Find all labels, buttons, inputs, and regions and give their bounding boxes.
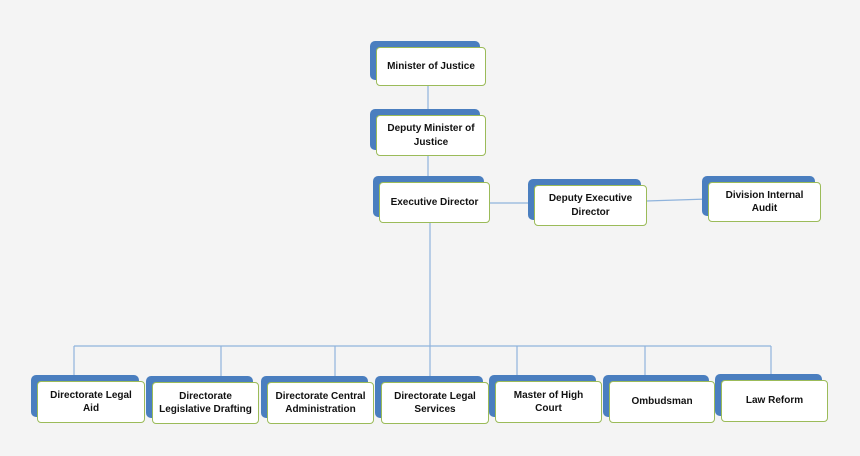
node-law-reform: Law Reform xyxy=(715,374,828,422)
node-central-administration: Directorate Central Administration xyxy=(261,376,374,424)
node-legislative-drafting: Directorate Legislative Drafting xyxy=(146,376,259,424)
node-ombudsman-label: Ombudsman xyxy=(609,381,715,423)
node-minister-label: Minister of Justice xyxy=(376,47,486,86)
node-master-high-court: Master of High Court xyxy=(489,375,602,423)
node-deputy-executive-director-label: Deputy Executive Director xyxy=(534,185,647,226)
node-legal-aid: Directorate Legal Aid xyxy=(31,375,145,423)
node-central-administration-label: Directorate Central Administration xyxy=(267,382,374,424)
node-executive-director: Executive Director xyxy=(373,176,490,223)
node-executive-director-label: Executive Director xyxy=(379,182,490,223)
node-master-high-court-label: Master of High Court xyxy=(495,381,602,423)
node-deputy-minister: Deputy Minister of Justice xyxy=(370,109,486,156)
node-legal-aid-label: Directorate Legal Aid xyxy=(37,381,145,423)
connector-deputy-exec-audit xyxy=(645,198,709,202)
node-internal-audit-label: Division Internal Audit xyxy=(708,182,821,222)
node-deputy-minister-label: Deputy Minister of Justice xyxy=(376,115,486,156)
node-internal-audit: Division Internal Audit xyxy=(702,176,821,222)
node-deputy-executive-director: Deputy Executive Director xyxy=(528,179,647,226)
node-legal-services-label: Directorate Legal Services xyxy=(381,382,489,424)
node-legal-services: Directorate Legal Services xyxy=(375,376,489,424)
node-ombudsman: Ombudsman xyxy=(603,375,715,423)
node-minister: Minister of Justice xyxy=(370,41,486,86)
node-legislative-drafting-label: Directorate Legislative Drafting xyxy=(152,382,259,424)
node-law-reform-label: Law Reform xyxy=(721,380,828,422)
